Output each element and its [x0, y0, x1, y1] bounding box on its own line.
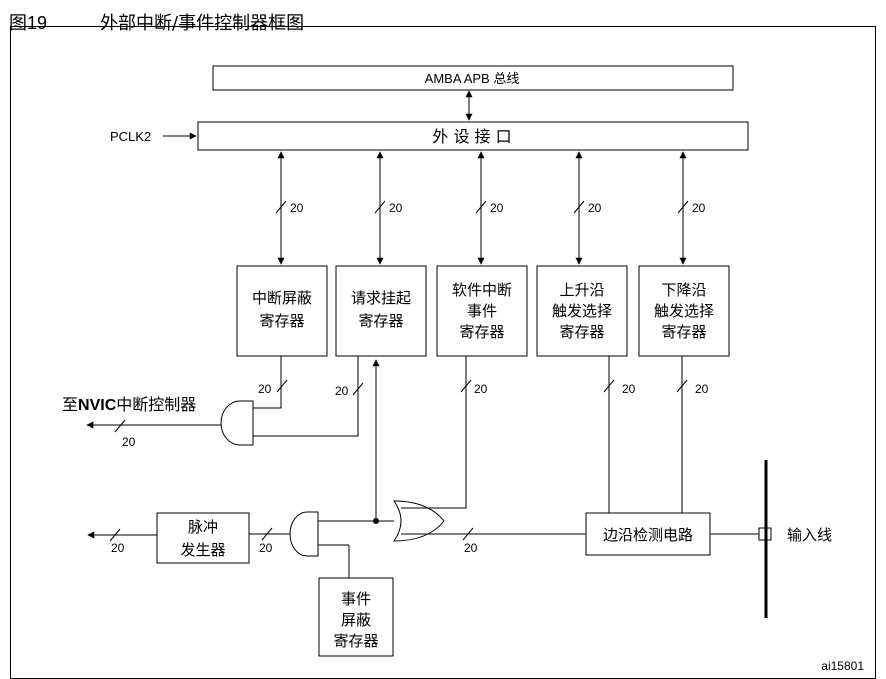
width-label: 20: [588, 201, 602, 215]
width-label: 20: [474, 382, 488, 396]
register-label-line2: 寄存器: [259, 312, 304, 330]
figure-id: ai15801: [821, 659, 864, 673]
peripheral-interface: [197, 121, 749, 151]
nvic-suffix: 中断控制器: [116, 395, 196, 414]
bus-slash: [261, 527, 273, 541]
width-label: 20: [622, 382, 636, 396]
falling-trigger-register: [638, 265, 730, 357]
bus-label: AMBA APB 总线: [425, 71, 520, 86]
figure-title: 外部中断/事件控制器框图: [100, 13, 305, 34]
width-label: 20: [692, 201, 706, 215]
register-label-line3: 寄存器: [661, 323, 706, 341]
pulse-generator: [156, 512, 250, 564]
bus-slash: [374, 200, 386, 214]
nvic-bold: NVIC: [78, 397, 117, 414]
wire-mask-to-and: [253, 356, 282, 409]
wire-software-to-or: [401, 356, 467, 509]
bus-slash: [677, 200, 689, 214]
bus-slash: [275, 200, 287, 214]
width-label: 20: [335, 384, 349, 398]
width-label: 20: [290, 201, 304, 215]
width-label: 20: [258, 382, 272, 396]
register-label-line3: 寄存器: [459, 323, 504, 341]
peripheral-interface-label: 外 设 接 口: [432, 127, 511, 146]
width-label: 20: [111, 541, 125, 555]
bus-slash: [460, 379, 472, 393]
register-label-line2: 寄存器: [358, 312, 403, 330]
event-mask-line2: 屏蔽: [341, 611, 371, 629]
bus-slash: [462, 527, 474, 541]
bus-slash: [352, 382, 364, 396]
pclk2-label: PCLK2: [110, 129, 151, 144]
event-mask-register: [318, 577, 394, 657]
register-label-line2: 事件: [467, 302, 497, 320]
width-label: 20: [259, 541, 273, 555]
event-and-gate: [289, 511, 319, 557]
pulse-generator-line2: 发生器: [180, 541, 225, 559]
event-mask-line1: 事件: [341, 590, 371, 608]
bus-slash: [676, 379, 688, 393]
wire-pending-to-and: [253, 356, 359, 437]
bus-slash: [573, 200, 585, 214]
edge-detect-label: 边沿检测电路: [603, 526, 693, 544]
width-label: 20: [122, 435, 136, 449]
interrupt-mask-register: [236, 265, 328, 357]
amba-apb-bus: [212, 65, 734, 91]
event-mask-line3: 寄存器: [333, 632, 378, 650]
register-label-line2: 触发选择: [552, 302, 612, 320]
software-interrupt-event-register: [436, 265, 528, 357]
width-label: 20: [464, 541, 478, 555]
register-label-line1: 中断屏蔽: [252, 289, 312, 307]
bus-slash: [475, 200, 487, 214]
figure-caption: 图19 外部中断/事件控制器框图: [0, 0, 886, 40]
register-label-line2: 触发选择: [654, 302, 714, 320]
width-label: 20: [490, 201, 504, 215]
width-label: 20: [389, 201, 403, 215]
bus-slash: [114, 419, 126, 433]
rising-trigger-register: [536, 265, 628, 357]
interrupt-and-gate: [220, 400, 254, 446]
input-line-label: 输入线: [787, 526, 832, 544]
width-label: 20: [695, 382, 709, 396]
nvic-prefix: 至: [62, 395, 78, 414]
bus-slash: [109, 528, 121, 542]
figure-number: 图19: [9, 13, 48, 33]
nvic-label: 至NVIC中断控制器: [62, 395, 196, 414]
register-label-line3: 寄存器: [559, 323, 604, 341]
register-label-line1: 下降沿: [661, 281, 706, 299]
register-label-line1: 上升沿: [559, 281, 604, 299]
pulse-generator-line1: 脉冲: [188, 518, 218, 536]
or-gate: [393, 500, 445, 542]
pending-request-register: [335, 265, 427, 357]
register-label-line1: 软件中断: [452, 281, 512, 299]
bus-slash: [276, 379, 288, 393]
bus-slash: [603, 379, 615, 393]
register-label-line1: 请求挂起: [351, 289, 411, 307]
